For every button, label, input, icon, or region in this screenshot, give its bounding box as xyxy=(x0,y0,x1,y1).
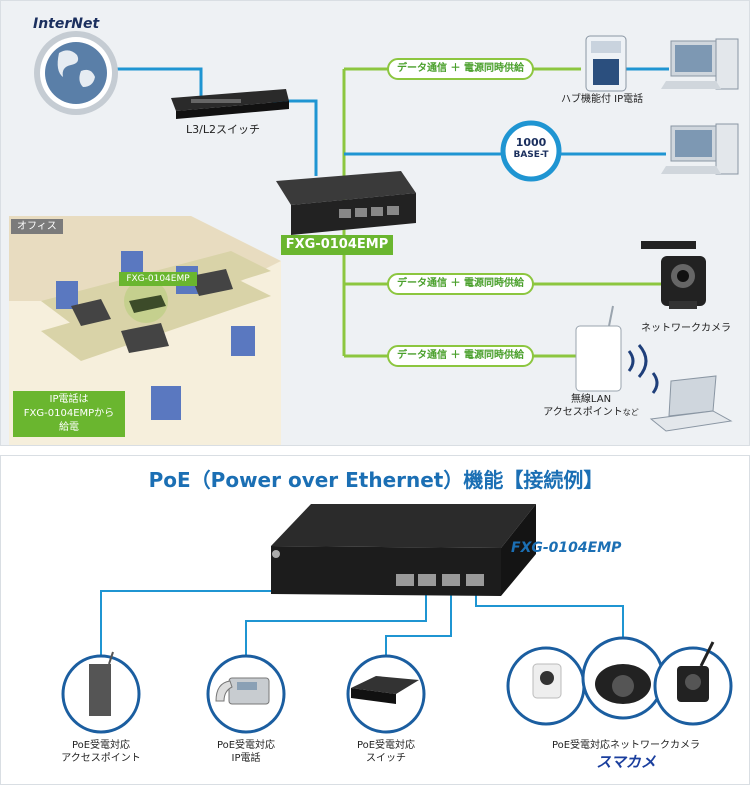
poe-device-label: FXG-0104EMP xyxy=(281,235,393,255)
gigabit-badge-icon xyxy=(500,120,562,182)
device-label-switch: PoE受電対応 スイッチ xyxy=(326,739,446,765)
office-note-line: IP電話は xyxy=(49,394,89,405)
globe-icon xyxy=(34,31,118,115)
link-pill-camera: データ通信 ＋ 電源同時供給 xyxy=(387,273,534,295)
device-label-line: PoE受電対応 xyxy=(216,740,276,751)
office-note-line: 給電 xyxy=(59,422,79,433)
link-switch xyxy=(385,584,452,671)
link-ip-phone xyxy=(245,584,427,671)
device-label-line: PoE受電対応 xyxy=(356,740,416,751)
l3-switch-icon xyxy=(171,89,289,119)
ap-label-line2: アクセスポイント xyxy=(543,407,623,418)
wireless-ap-icon xyxy=(575,305,648,392)
poe-switch-label: FXG-0104EMP xyxy=(511,540,622,556)
poe-example-graphics xyxy=(61,504,733,734)
poe-example-panel: PoE（Power over Ethernet）機能【接続例】 FXG-0104… xyxy=(0,455,750,785)
ip-phone-icon xyxy=(585,35,627,92)
network-camera-icon xyxy=(641,241,706,309)
office-note-line: FXG-0104EMPから xyxy=(23,408,115,419)
poe-switch-icon xyxy=(276,171,416,235)
ap-label: 無線LAN アクセスポイントなど xyxy=(541,393,641,419)
gigabit-badge-text: 1000 BASE-T xyxy=(506,137,556,161)
brand-logo: スマカメ xyxy=(596,753,656,771)
office-illustration xyxy=(9,216,281,445)
office-note: IP電話は FXG-0104EMPから 給電 xyxy=(13,391,125,437)
ip-phone-device-icon xyxy=(206,654,286,734)
device-label-camera: PoE受電対応ネットワークカメラ xyxy=(531,739,721,752)
l3-to-poe-link xyxy=(271,99,318,176)
office-device-label: FXG-0104EMP xyxy=(119,272,197,286)
internet-label: InterNet xyxy=(33,16,100,32)
device-label-line: PoE受電対応ネットワークカメラ xyxy=(551,740,701,751)
ip-phone-label: ハブ機能付 IP電話 xyxy=(561,94,644,105)
device-label-ip-phone: PoE受電対応 IP電話 xyxy=(186,739,306,765)
link-pill-ip-phone: データ通信 ＋ 電源同時供給 xyxy=(387,58,534,80)
link-pill-ap: データ通信 ＋ 電源同時供給 xyxy=(387,345,534,367)
network-diagram-graphics xyxy=(9,31,739,445)
ap-label-suffix: など xyxy=(622,408,639,417)
section-title: PoE（Power over Ethernet）機能【接続例】 xyxy=(148,468,604,492)
internet-to-l3-link xyxy=(101,67,203,96)
device-label-line: アクセスポイント xyxy=(61,753,141,764)
ap-device-icon xyxy=(61,651,141,734)
desktop-pc-icon-1 xyxy=(661,38,739,90)
device-label-line: PoE受電対応 xyxy=(71,740,131,751)
device-label-line: スイッチ xyxy=(366,753,406,764)
camera-device-icon xyxy=(506,636,733,726)
ap-label-line: アクセスポイントなど xyxy=(541,406,641,419)
device-label-ap: PoE受電対応 アクセスポイント xyxy=(41,739,161,765)
switch-device-icon xyxy=(346,654,426,734)
office-label: オフィス xyxy=(11,219,63,234)
laptop-icon xyxy=(649,372,733,432)
camera-label: ネットワークカメラ xyxy=(641,323,731,334)
ap-label-line: 無線LAN xyxy=(570,394,612,405)
desktop-pc-icon-2 xyxy=(661,123,739,175)
device-label-line: IP電話 xyxy=(231,753,261,764)
gigabit-badge-line: 1000 xyxy=(515,136,547,149)
l3-switch-label: L3/L2スイッチ xyxy=(186,123,260,136)
gigabit-badge-line: BASE-T xyxy=(513,150,549,160)
poe-switch-large-icon xyxy=(271,504,536,596)
network-diagram-panel: InterNet L3/L2スイッチ FXG-0104EMP オフィス FXG-… xyxy=(0,0,750,446)
